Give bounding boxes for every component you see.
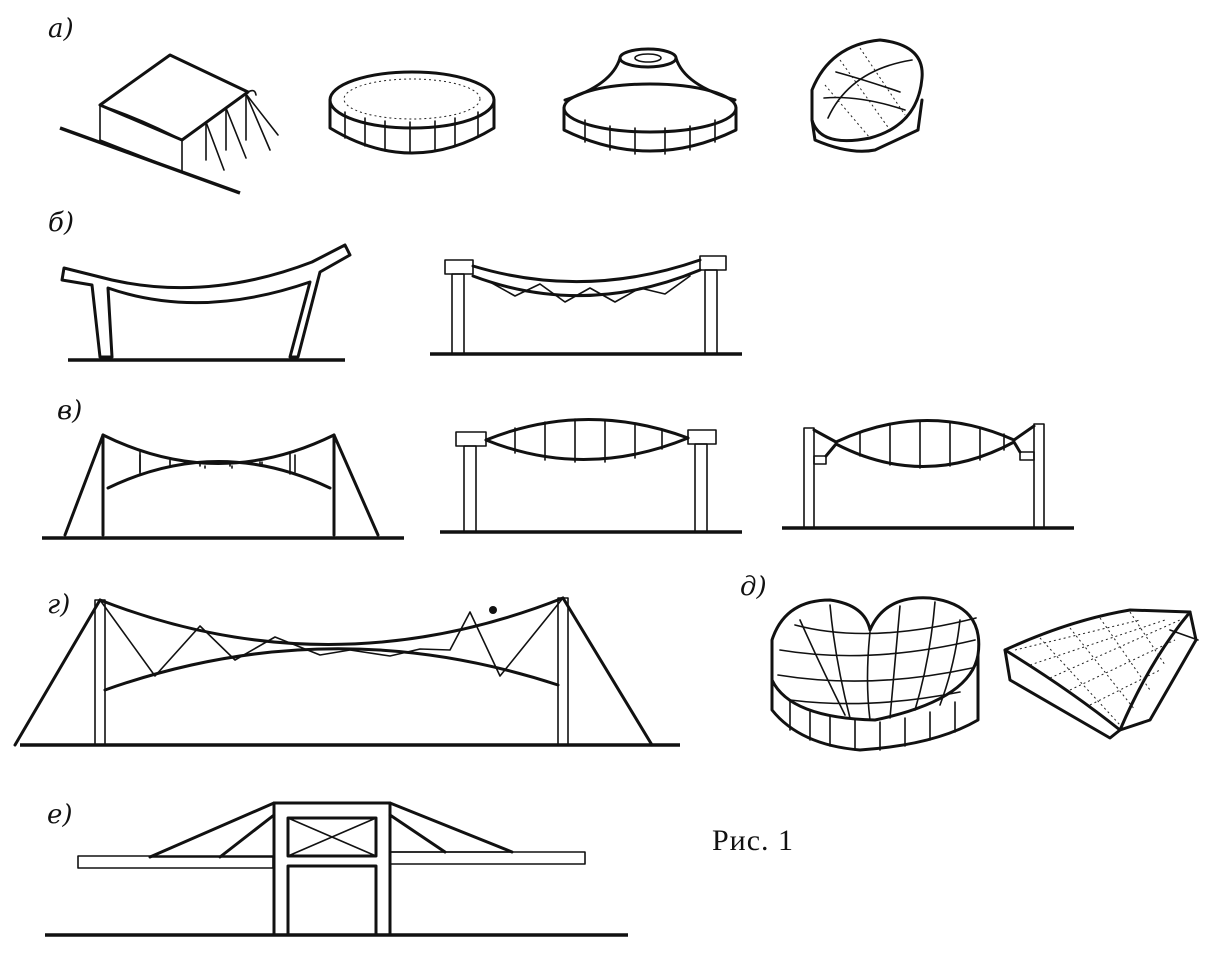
panel-label-v: в) [57,396,83,426]
sketch-d1-heart-shell [770,596,981,752]
sketch-e-cantilever-cable-stayed [77,801,586,937]
sketch-c1-cable-arch [63,433,380,537]
sketch-d2-saddle-net [1003,608,1199,740]
panel-label-d: д) [740,572,767,602]
sketch-c3-lens-truss-guyed [803,419,1045,529]
sketch-b2-cable-truss [444,255,727,355]
panel-label-g: г) [47,590,71,620]
sketch-c2-lens-truss [455,418,717,533]
sketch-a1-tent-roof [59,53,279,195]
panel-label-a: а) [48,14,74,44]
sketch-a4-saddle-shell [810,38,924,153]
sketch-b1-suspended-frame [60,243,352,359]
sketch-a2-cylinder-drum [328,70,496,155]
sketch-a3-cone-roof [562,47,738,155]
sketch-g-long-span-cable-truss [13,596,654,747]
figure-caption: Рис. 1 [712,824,795,857]
panel-label-e: е) [47,800,73,830]
panel-label-b: б) [48,208,75,238]
